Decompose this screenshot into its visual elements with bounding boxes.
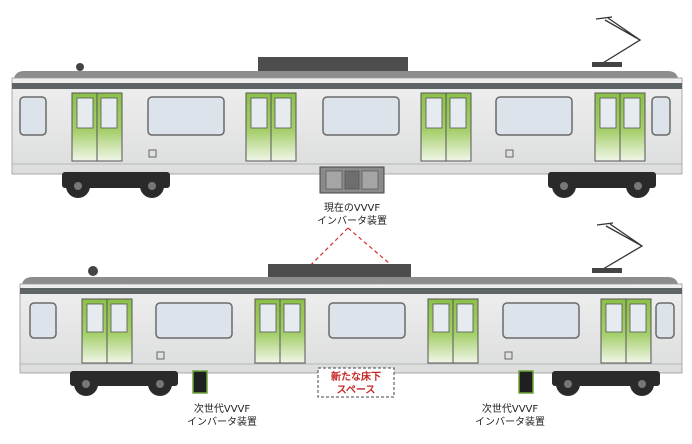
door-bottom-3 bbox=[427, 298, 479, 364]
door-top-4 bbox=[594, 92, 646, 162]
vent-bottom bbox=[88, 266, 98, 276]
new-space-box bbox=[317, 367, 395, 398]
current-vvvf-inverter bbox=[319, 166, 385, 194]
roof-unit-top bbox=[258, 57, 408, 71]
label-current-inverter-1: 現在のVVVF bbox=[324, 202, 381, 214]
bogie-bottom-right bbox=[552, 371, 660, 396]
bogie-top-right bbox=[548, 172, 656, 198]
stripe-top bbox=[12, 83, 682, 89]
window-top-1 bbox=[19, 96, 47, 136]
window-bottom-2 bbox=[155, 302, 233, 339]
bogie-bottom-left bbox=[70, 371, 178, 396]
window-bottom-1 bbox=[29, 302, 57, 339]
window-bottom-4 bbox=[502, 302, 580, 339]
next-vvvf-inverter-right bbox=[518, 370, 534, 394]
door-top-2 bbox=[245, 92, 297, 162]
window-top-3 bbox=[322, 96, 400, 136]
label-next-left-1: 次世代VVVF bbox=[194, 402, 251, 415]
window-top-2 bbox=[147, 96, 225, 136]
pantograph-bottom bbox=[592, 222, 644, 273]
train-current bbox=[11, 16, 683, 198]
roof-bottom bbox=[22, 277, 678, 284]
door-top-3 bbox=[420, 92, 472, 162]
label-next-right-1: 次世代VVVF bbox=[482, 402, 539, 415]
pantograph-top bbox=[592, 16, 642, 67]
train-next bbox=[19, 222, 683, 396]
door-bottom-1 bbox=[81, 298, 133, 364]
stripe-bottom bbox=[20, 288, 682, 294]
window-top-5 bbox=[651, 96, 671, 136]
label-current-inverter-2: インバータ装置 bbox=[317, 214, 387, 227]
window-bottom-3 bbox=[328, 302, 406, 339]
vent-top bbox=[76, 63, 84, 71]
label-next-left-2: インバータ装置 bbox=[187, 415, 257, 428]
door-bottom-2 bbox=[254, 298, 306, 364]
window-bottom-5 bbox=[655, 302, 675, 339]
window-top-4 bbox=[495, 96, 573, 136]
bogie-top-left bbox=[62, 172, 170, 198]
door-top-1 bbox=[71, 92, 123, 162]
next-vvvf-inverter-left bbox=[192, 370, 208, 394]
label-next-right-2: インバータ装置 bbox=[475, 415, 545, 428]
roof-unit-bottom bbox=[268, 264, 411, 277]
label-new-space-1: 新たな床下 bbox=[331, 370, 381, 383]
door-bottom-4 bbox=[600, 298, 652, 364]
label-new-space-2: スペース bbox=[337, 384, 376, 396]
roof-top bbox=[14, 71, 678, 78]
